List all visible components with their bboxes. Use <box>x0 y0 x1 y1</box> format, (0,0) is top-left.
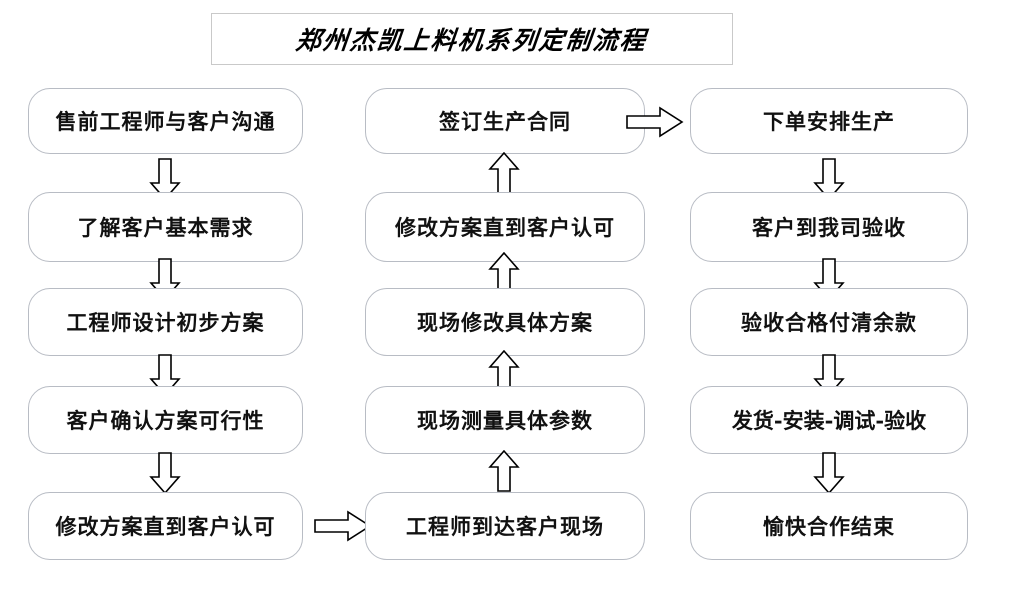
node-label: 现场测量具体参数 <box>417 408 593 433</box>
arrow-up-col2-4 <box>487 450 521 492</box>
node-col2-4[interactable]: 现场测量具体参数 <box>365 386 645 454</box>
node-label: 客户确认方案可行性 <box>66 408 265 433</box>
chart-title: 郑州杰凯上料机系列定制流程 <box>294 26 649 55</box>
node-label: 签订生产合同 <box>439 109 571 134</box>
node-col2-2[interactable]: 修改方案直到客户认可 <box>365 192 645 262</box>
node-col1-1[interactable]: 售前工程师与客户沟通 <box>28 88 303 154</box>
node-col2-5[interactable]: 工程师到达客户现场 <box>365 492 645 560</box>
node-col1-4[interactable]: 客户确认方案可行性 <box>28 386 303 454</box>
node-col3-5[interactable]: 愉快合作结束 <box>690 492 968 560</box>
node-label: 工程师到达客户现场 <box>406 514 604 539</box>
node-col3-4[interactable]: 发货-安装-调试-验收 <box>690 386 968 454</box>
arrow-up-col2-1 <box>487 152 521 194</box>
chart-title-box: 郑州杰凯上料机系列定制流程 <box>211 13 733 65</box>
node-label: 售前工程师与客户沟通 <box>55 109 276 134</box>
node-col1-3[interactable]: 工程师设计初步方案 <box>28 288 303 356</box>
arrow-down-col1-4 <box>148 452 182 494</box>
node-label: 客户到我司验收 <box>752 215 906 240</box>
arrow-down-col3-4 <box>812 452 846 494</box>
node-col2-1[interactable]: 签订生产合同 <box>365 88 645 154</box>
node-label: 修改方案直到客户认可 <box>395 215 615 240</box>
node-label: 了解客户基本需求 <box>77 215 254 240</box>
node-label: 修改方案直到客户认可 <box>55 514 276 539</box>
node-label: 验收合格付清余款 <box>741 310 917 335</box>
arrow-right-col1-to-col2 <box>314 509 372 543</box>
node-col3-2[interactable]: 客户到我司验收 <box>690 192 968 262</box>
node-col1-2[interactable]: 了解客户基本需求 <box>28 192 303 262</box>
node-label: 下单安排生产 <box>763 109 895 134</box>
node-label: 愉快合作结束 <box>763 514 895 539</box>
node-col3-1[interactable]: 下单安排生产 <box>690 88 968 154</box>
node-label: 工程师设计初步方案 <box>66 310 265 335</box>
node-col1-5[interactable]: 修改方案直到客户认可 <box>28 492 303 560</box>
node-label: 现场修改具体方案 <box>417 310 593 335</box>
node-col3-3[interactable]: 验收合格付清余款 <box>690 288 968 356</box>
node-col2-3[interactable]: 现场修改具体方案 <box>365 288 645 356</box>
node-label: 发货-安装-调试-验收 <box>731 408 927 433</box>
